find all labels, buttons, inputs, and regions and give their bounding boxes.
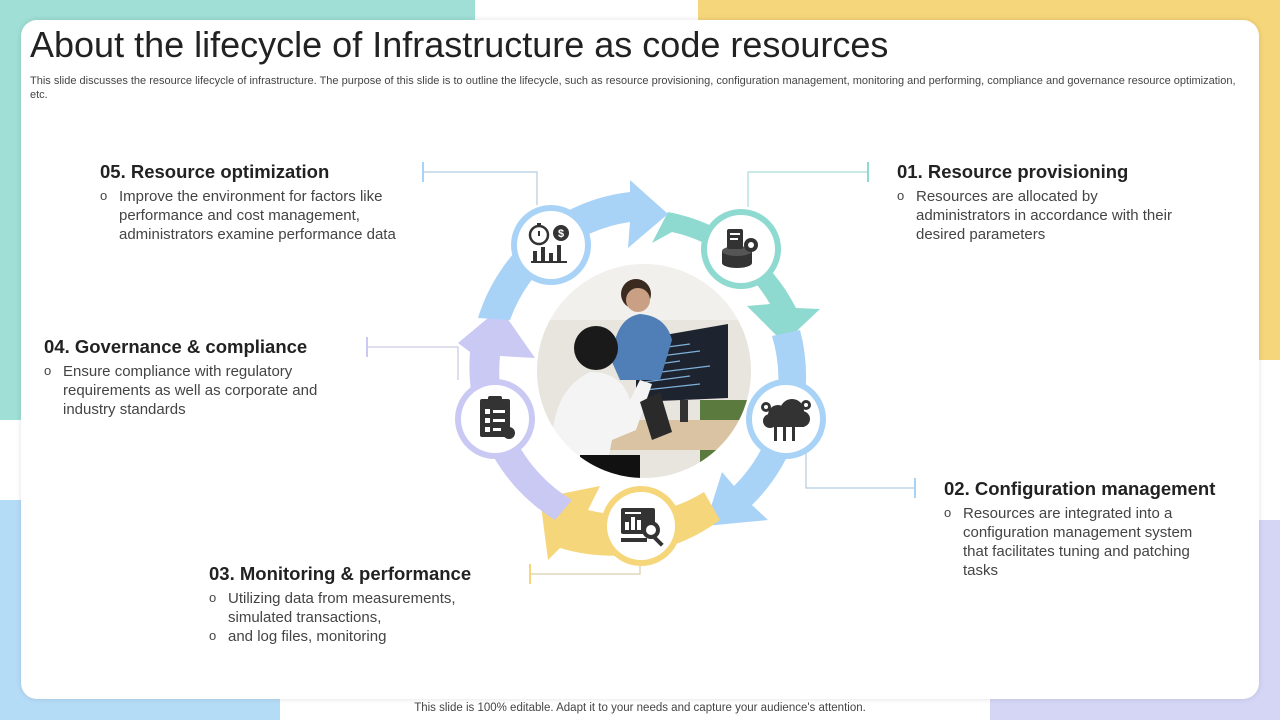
slide-footer: This slide is 100% editable. Adapt it to… [414,702,866,714]
stage-04-heading: 04. Governance & compliance [44,336,308,357]
stage-04-bullet: Ensure compliance with regulatory requir… [44,361,343,419]
badge-05: $ [511,205,591,285]
database-gear-icon [722,229,758,268]
connector-01 [747,171,868,207]
stage-01-bullet: Resources are allocated by administrator… [897,186,1172,244]
connector-03 [530,566,641,575]
svg-text:$: $ [558,228,564,240]
stage-03: 03. Monitoring & performance Utilizing d… [209,563,509,646]
badge-04 [455,379,535,459]
connector-02 [805,450,915,489]
dashboard-magnifier-icon [621,508,664,547]
stage-01-heading: 01. Resource provisioning [897,161,1129,182]
stage-04-bullets: Ensure compliance with regulatory requir… [44,361,354,419]
stage-05-heading: 05. Resource optimization [100,161,330,182]
stage-03-bullets: Utilizing data from measurements, simula… [209,588,509,646]
badge-02 [746,379,826,459]
stage-01: 01. Resource provisioning Resources are … [897,161,1172,244]
stage-02: 02. Configuration management Resources a… [944,478,1224,580]
stage-05-bullets: Improve the environment for factors like… [100,186,410,244]
badge-03 [601,486,681,566]
stage-02-bullet: Resources are integrated into a configur… [944,503,1215,580]
stage-05: 05. Resource optimization Improve the en… [100,161,410,244]
cloud-gear-icon [761,399,811,441]
stopwatch-chart-icon: $ [528,223,569,263]
checklist-clipboard-icon [480,396,515,439]
stage-02-heading: 02. Configuration management [944,478,1216,499]
team-photo [536,263,752,479]
stage-03-heading: 03. Monitoring & performance [209,563,472,584]
stage-05-bullet: Improve the environment for factors like… [100,186,409,244]
stage-03-bullet-2: and log files, monitoring [209,626,509,646]
connector-05 [423,171,538,205]
arrow-blue-top [478,180,668,320]
arrow-blue-right [705,330,807,526]
slide-title: About the lifecycle of Infrastructure as… [30,24,889,65]
arrow-lavender [458,308,572,520]
stage-04: 04. Governance & compliance Ensure compl… [44,336,354,419]
stage-03-bullet-1: Utilizing data from measurements, simula… [209,588,478,627]
badge-01 [701,209,781,289]
connector-lines [366,162,916,584]
slide-subtitle: This slide discusses the resource lifecy… [30,75,1236,101]
arrow-teal [652,212,820,343]
stage-02-bullets: Resources are integrated into a configur… [944,503,1224,580]
connector-04 [367,346,459,380]
stage-01-bullets: Resources are allocated by administrator… [897,186,1172,244]
